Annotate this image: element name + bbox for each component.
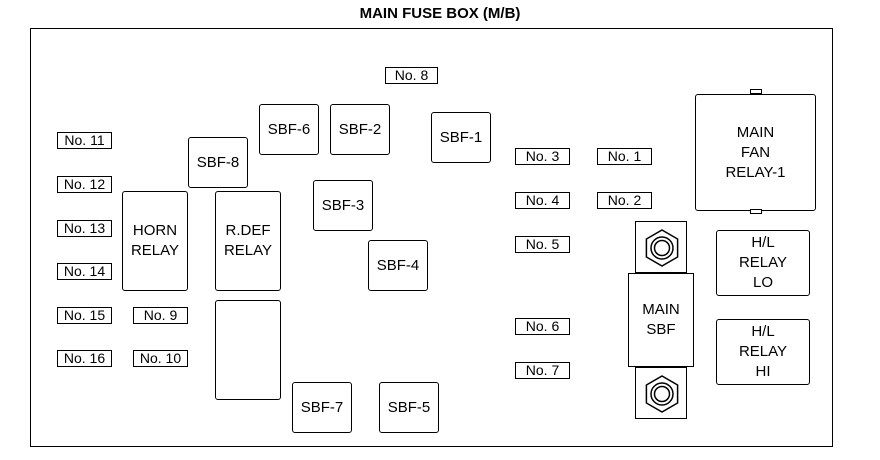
fuse-no-12: No. 12 <box>57 176 112 193</box>
fuse-no-6: No. 6 <box>515 318 570 335</box>
fuse-no-2: No. 2 <box>597 192 652 209</box>
sbf-6-block: SBF-6 <box>259 104 319 155</box>
sbf-5-block: SBF-5 <box>379 382 439 433</box>
diagram-title: MAIN FUSE BOX (M/B) <box>359 5 521 22</box>
sbf-3-block: SBF-3 <box>313 180 373 231</box>
main-fan-relay-bottom-tab <box>750 209 762 214</box>
sbf-1-block: SBF-1 <box>431 112 491 163</box>
empty-relay-slot <box>215 300 281 400</box>
main-fan-relay-top-tab <box>750 89 762 94</box>
fuse-no-1: No. 1 <box>597 148 652 165</box>
fuse-no-3: No. 3 <box>515 148 570 165</box>
horn-relay: HORN RELAY <box>122 191 188 291</box>
fuse-no-16: No. 16 <box>57 350 112 367</box>
hex-nut-icon <box>645 229 679 267</box>
fuse-no-9: No. 9 <box>133 307 188 324</box>
fuse-no-4: No. 4 <box>515 192 570 209</box>
fuse-no-11: No. 11 <box>57 132 112 149</box>
sbf-8-block: SBF-8 <box>188 137 248 188</box>
main-sbf-bottom-terminal <box>635 367 687 419</box>
fuse-no-7: No. 7 <box>515 362 570 379</box>
fuse-no-10: No. 10 <box>133 350 188 367</box>
fuse-box-outline <box>30 28 833 447</box>
rear-defogger-relay: R.DEF RELAY <box>215 191 281 291</box>
hex-nut-icon <box>645 375 679 413</box>
main-sbf-top-terminal <box>635 221 687 273</box>
fuse-no-8: No. 8 <box>385 67 438 84</box>
fuse-no-5: No. 5 <box>515 236 570 253</box>
fuse-no-13: No. 13 <box>57 220 112 237</box>
fuse-no-15: No. 15 <box>57 307 112 324</box>
main-sbf: MAIN SBF <box>628 273 694 367</box>
headlight-relay-hi: H/L RELAY HI <box>716 319 810 385</box>
main-fan-relay-1: MAIN FAN RELAY-1 <box>695 94 816 211</box>
fuse-no-14: No. 14 <box>57 263 112 280</box>
sbf-2-block: SBF-2 <box>330 104 390 155</box>
headlight-relay-lo: H/L RELAY LO <box>716 230 810 296</box>
sbf-7-block: SBF-7 <box>292 382 352 433</box>
sbf-4-block: SBF-4 <box>368 240 428 291</box>
